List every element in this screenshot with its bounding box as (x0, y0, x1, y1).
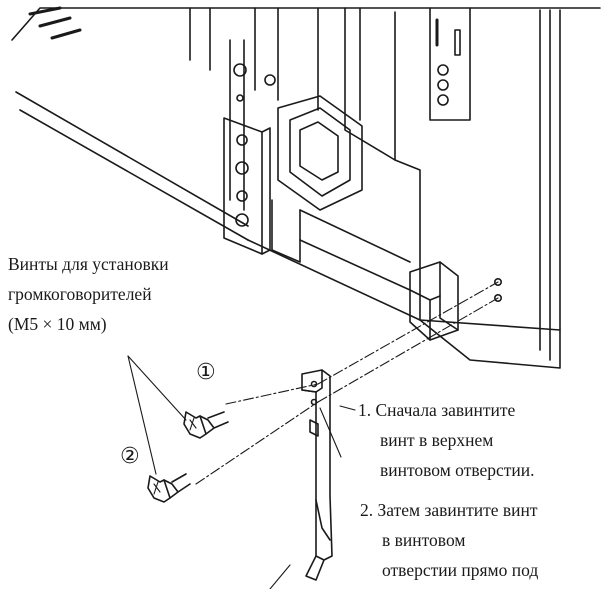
step1-line-1: 1. Сначала завинтите (358, 400, 516, 420)
step1-line-3: винтовом отверстии. (380, 460, 535, 480)
marker-one: ① (196, 360, 216, 385)
step2-line-1: 2. Затем завинтите винт (360, 500, 538, 520)
step2-line-2: в винтовом (382, 530, 466, 550)
screw-2-icon (147, 473, 191, 503)
marker-two: ② (120, 444, 140, 469)
step2-line-3: отверстии прямо под (382, 560, 539, 580)
screws-label-line-2: громкоговорителей (8, 284, 152, 304)
mounted-bracket-left (223, 117, 271, 255)
display-panel-rear (11, 6, 601, 369)
screw-1-icon (183, 411, 229, 439)
screws-label-line-1: Винты для установки (8, 254, 169, 274)
speaker-mount-block (409, 261, 459, 341)
speaker-bracket (301, 369, 333, 581)
screws-label-line-3: (M5 × 10 мм) (8, 314, 107, 334)
alignment-lines (195, 281, 499, 485)
leader-lines (127, 355, 356, 589)
step1-line-2: винт в верхнем (380, 430, 494, 450)
